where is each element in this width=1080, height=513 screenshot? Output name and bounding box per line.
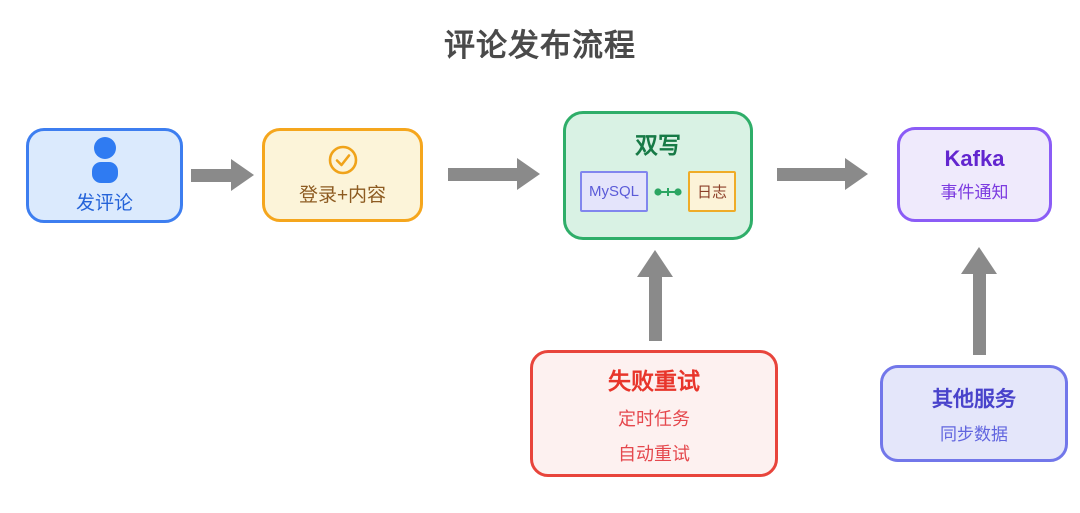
node-kafka-title: Kafka — [944, 146, 1005, 171]
arrow-head — [845, 158, 868, 190]
arrow-head — [517, 158, 540, 190]
node-retry: 失败重试 定时任务 自动重试 — [530, 350, 778, 477]
user-icon — [91, 136, 119, 184]
dual-write-row: MySQL 日志 — [579, 171, 737, 212]
arrow-shaft — [777, 167, 845, 181]
arrow-shaft — [648, 277, 662, 341]
arrow-retry-to-dualwrite — [637, 250, 673, 341]
arrow-other-to-kafka — [961, 247, 997, 355]
arrow-shaft — [972, 274, 986, 355]
arrow-post-to-login — [191, 159, 254, 191]
node-kafka-subtitle: 事件通知 — [940, 183, 1009, 202]
node-retry-line: 自动重试 — [618, 443, 690, 464]
check-circle-icon — [327, 144, 359, 176]
arrow-dualwrite-to-kafka — [777, 158, 868, 190]
link-dots-icon — [653, 184, 683, 200]
arrow-head — [637, 250, 673, 277]
node-retry-title: 失败重试 — [608, 367, 700, 394]
mysql-chip: MySQL — [579, 171, 648, 212]
log-chip: 日志 — [688, 171, 737, 212]
node-login-content-label: 登录+内容 — [298, 184, 387, 206]
node-retry-line: 定时任务 — [618, 408, 690, 429]
node-dual-write: 双写 MySQL 日志 — [563, 111, 753, 240]
node-post-comment-label: 发评论 — [75, 192, 133, 214]
arrow-shaft — [191, 168, 231, 182]
node-other-services-title: 其他服务 — [932, 387, 1016, 411]
node-dual-write-title: 双写 — [635, 132, 681, 158]
arrow-head — [231, 159, 254, 191]
diagram-title: 评论发布流程 — [444, 28, 636, 63]
node-post-comment: 发评论 — [26, 128, 183, 223]
node-login-content: 登录+内容 — [262, 128, 423, 222]
arrow-head — [961, 247, 997, 274]
node-other-services-subtitle: 同步数据 — [940, 424, 1008, 444]
node-kafka: Kafka 事件通知 — [897, 127, 1052, 222]
arrow-shaft — [448, 167, 517, 181]
arrow-login-to-dualwrite — [448, 158, 540, 190]
node-other-services: 其他服务 同步数据 — [880, 365, 1068, 462]
